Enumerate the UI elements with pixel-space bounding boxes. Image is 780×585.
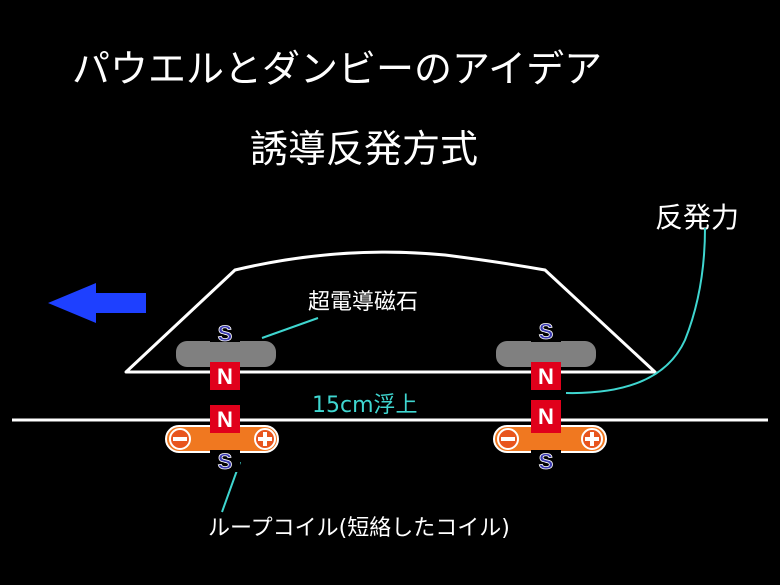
superconducting-magnet-left [176, 330, 276, 390]
coil-right-north-pole: N [538, 404, 554, 429]
magnet-right-south-pole: S [539, 319, 554, 344]
travel-direction-arrow [48, 283, 146, 323]
superconducting-magnet-right [496, 330, 596, 390]
loop-coil-right [493, 400, 607, 472]
coil-right-south-pole: S [539, 449, 554, 474]
vehicle-body-outline [124, 250, 657, 374]
diagram-title: パウエルとダンビーのアイデア [72, 47, 603, 91]
loop-coil-label: ループコイル(短絡したコイル) [208, 516, 510, 541]
coil-left-south-pole: S [218, 449, 233, 474]
magnet-left-north-pole: N [217, 364, 233, 389]
levitation-gap-label: 15cm浮上 [312, 393, 418, 418]
magnet-leader-line [261, 317, 319, 339]
repulsive-force-label: 反発力 [655, 201, 740, 234]
magnet-left-south-pole: S [218, 321, 233, 346]
diagram-subtitle: 誘導反発方式 [250, 127, 479, 171]
superconducting-magnet-label: 超電導磁石 [308, 290, 419, 315]
force-leader-line [565, 227, 706, 395]
loop-coil-left [165, 405, 279, 472]
coil-left-north-pole: N [217, 407, 233, 432]
magnet-right-north-pole: N [538, 364, 554, 389]
